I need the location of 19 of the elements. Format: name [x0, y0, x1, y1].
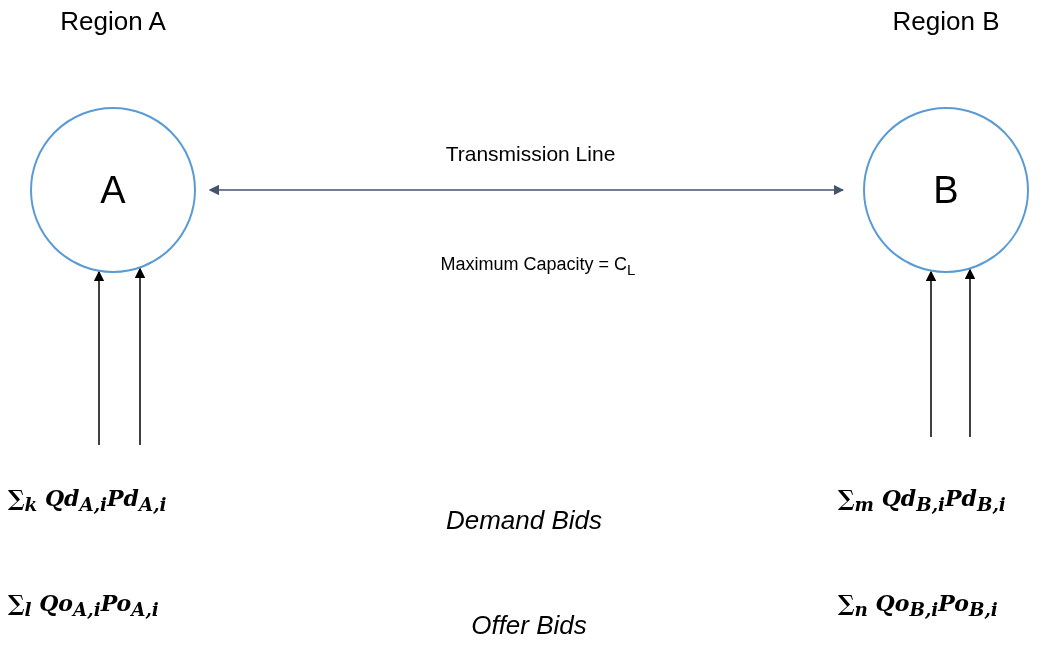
row-label: Demand Bids	[445, 505, 603, 536]
row-label: Offer Bids	[471, 610, 587, 641]
formula: ∑$_{n}$ Qo$_{B,i}$Po$_{B,i}$	[838, 590, 998, 621]
capacity-note: Maximum Capacity = C$_{L}$	[440, 254, 636, 278]
region-circle	[30, 107, 196, 273]
region-title: Region A	[60, 6, 166, 37]
node-label: B	[933, 168, 959, 212]
arrow	[925, 270, 937, 438]
formula: ∑$_{l}$ Qo$_{A,i}$Po$_{A,i}$	[8, 590, 159, 621]
formula: ∑$_{k}$ Qd$_{A,i}$Pd$_{A,i}$	[8, 485, 167, 516]
arrow	[208, 184, 845, 196]
region-title: Region B	[892, 6, 1000, 37]
edge-label: Transmission Line	[445, 142, 616, 166]
region-circle	[863, 107, 1029, 273]
arrow	[134, 267, 146, 446]
arrow	[93, 270, 105, 446]
formula: ∑$_{m}$ Qd$_{B,i}$Pd$_{B,i}$	[838, 485, 1006, 516]
node-label: A	[100, 168, 126, 212]
arrow	[964, 268, 976, 438]
